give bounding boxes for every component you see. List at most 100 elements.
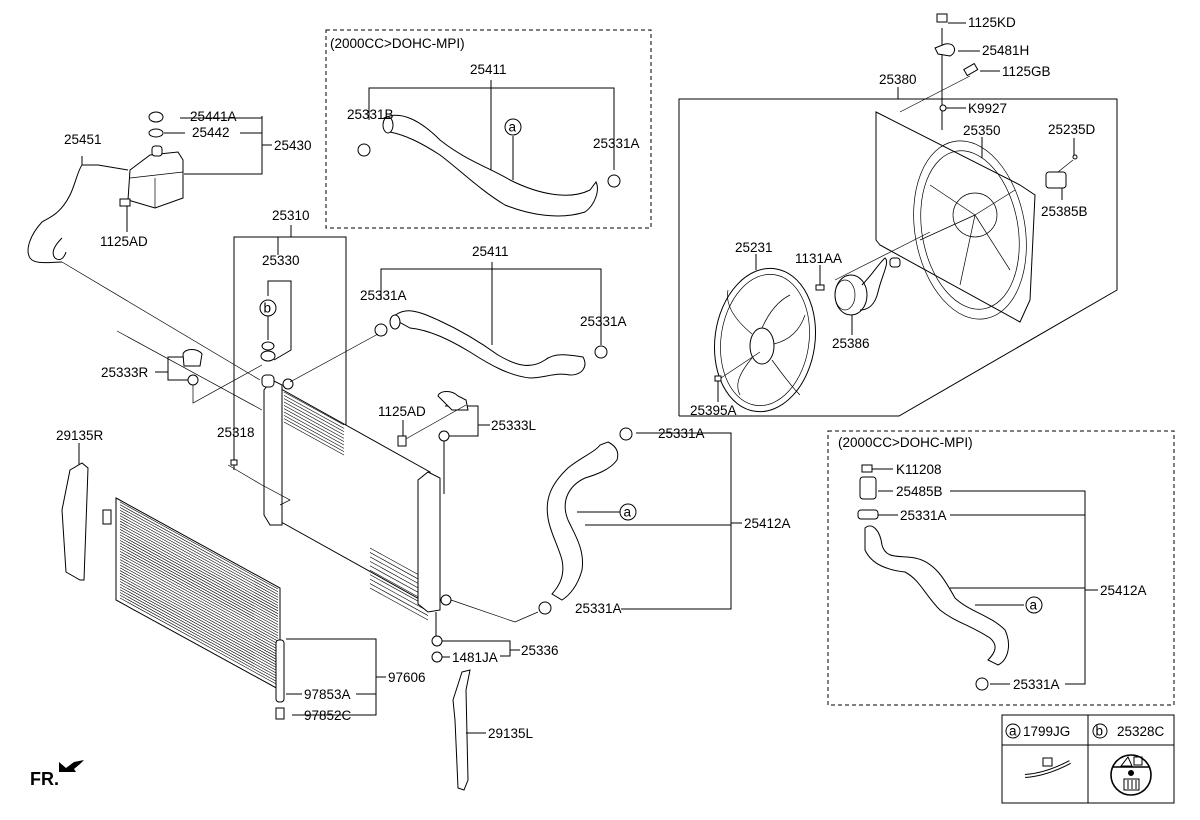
fan-motor-25386[interactable]: [834, 274, 868, 316]
lower-outlet: [440, 594, 452, 606]
part-label[interactable]: K11208: [896, 462, 942, 477]
part-label[interactable]: 25331B: [347, 107, 394, 122]
condenser-fins: [119, 501, 279, 686]
cap-gasket-25442[interactable]: [148, 128, 164, 138]
bracket-25333L[interactable]: [437, 391, 469, 411]
part-label[interactable]: 25386: [832, 336, 870, 351]
part-label[interactable]: 25380: [879, 72, 917, 87]
legend-part-number[interactable]: 1799JG: [1023, 724, 1070, 739]
part-label[interactable]: 25385B: [1041, 204, 1088, 219]
filler-neck: [261, 374, 275, 388]
part-label[interactable]: 25350: [963, 123, 1001, 138]
part-label[interactable]: 25331A: [900, 508, 947, 523]
part-label[interactable]: 25395A: [690, 403, 737, 418]
clip-25481H[interactable]: [934, 43, 956, 57]
bolt-1125GB[interactable]: [963, 62, 979, 77]
part-label[interactable]: 1125AD: [378, 404, 426, 419]
fin-line: [283, 398, 345, 432]
part-label[interactable]: 25231: [735, 240, 773, 255]
hose-clamp-25331A[interactable]: [374, 323, 388, 337]
fin-line: [119, 518, 279, 606]
clip-K11208[interactable]: [861, 464, 873, 473]
part-label[interactable]: 1131AA: [795, 251, 842, 266]
part-label[interactable]: 25336: [521, 643, 559, 658]
nut-K9927[interactable]: [939, 104, 947, 112]
lower-radiator-hose-2000cc[interactable]: [864, 525, 1009, 666]
reservoir-tank-25430[interactable]: [127, 151, 184, 209]
part-label[interactable]: 25333R: [101, 365, 149, 380]
upper-radiator-hose-2000cc[interactable]: [383, 114, 598, 217]
mounting-insulator[interactable]: [187, 374, 199, 386]
thermostat-housing-25485B[interactable]: [859, 476, 877, 500]
overflow-hose-25451[interactable]: [27, 164, 83, 264]
part-label[interactable]: 25318: [217, 425, 255, 440]
part-label[interactable]: 25442: [192, 125, 230, 140]
part-label[interactable]: 1125GB: [1002, 64, 1051, 79]
air-guard-29135R[interactable]: [61, 462, 89, 581]
mounting-insulator[interactable]: [438, 430, 450, 442]
part-label[interactable]: 97853A: [304, 687, 351, 702]
lower-radiator-hose-25412A[interactable]: [546, 441, 619, 601]
part-label[interactable]: 1125KD: [968, 15, 1016, 30]
reservoir-cap-25441A[interactable]: [148, 111, 164, 123]
part-label[interactable]: 25430: [274, 138, 312, 153]
lower-insulator-1481JA[interactable]: [431, 651, 443, 663]
screw-1131AA[interactable]: [815, 284, 825, 291]
bracket-25333R[interactable]: [182, 349, 203, 367]
fin-line: [119, 515, 279, 603]
part-label[interactable]: 25331A: [593, 136, 640, 151]
part-label[interactable]: 1125AD: [100, 234, 148, 249]
part-label[interactable]: 97606: [388, 670, 426, 685]
callout-a: a: [1025, 596, 1043, 614]
bolt-1125AD[interactable]: [397, 435, 407, 447]
hose-clamp-25331A[interactable]: [538, 601, 552, 615]
part-label[interactable]: 29135R: [56, 428, 104, 443]
hose-clamp-25331A[interactable]: [975, 677, 989, 691]
part-label[interactable]: 25481H: [982, 43, 1029, 58]
radiator-cap-part[interactable]: [261, 341, 275, 351]
bolt-1125KD[interactable]: [936, 13, 948, 23]
part-label[interactable]: 25331A: [1013, 677, 1060, 692]
part-label[interactable]: 97852C: [304, 708, 352, 723]
radiator-cap-25330[interactable]: [260, 350, 276, 362]
fin-line: [119, 520, 279, 609]
nut-25395A[interactable]: [714, 375, 722, 382]
bolt-1125AD[interactable]: [119, 198, 131, 207]
hose-clamp-25331B[interactable]: [357, 143, 371, 157]
hose-clamp-25331A[interactable]: [619, 427, 633, 441]
part-label[interactable]: 25412A: [1100, 583, 1147, 598]
part-label[interactable]: 25331A: [580, 314, 627, 329]
lower-insulator-25336[interactable]: [431, 635, 443, 647]
part-label[interactable]: 29135L: [488, 726, 534, 741]
part-label[interactable]: 25331A: [360, 288, 407, 303]
hose-clamp-25331A[interactable]: [857, 509, 879, 520]
part-label[interactable]: 1481JA: [452, 650, 498, 665]
part-label[interactable]: 25441A: [190, 109, 237, 124]
part-label[interactable]: 25310: [272, 208, 310, 223]
part-label[interactable]: 25330: [262, 253, 300, 268]
fin-line: [119, 570, 279, 658]
variant-box-title: (2000CC>DOHC-MPI): [330, 36, 465, 51]
part-label[interactable]: 25333L: [491, 418, 537, 433]
part-label[interactable]: 25331A: [575, 601, 622, 616]
air-guard-29135L[interactable]: [452, 669, 471, 791]
part-label[interactable]: 25235D: [1048, 122, 1096, 137]
part-label[interactable]: 25411: [472, 244, 509, 259]
bolt-25318[interactable]: [230, 459, 238, 466]
condenser-group: 97853A 97852C 97606: [102, 497, 426, 723]
fan-shroud-25350[interactable]: [875, 111, 1036, 323]
screw-25235D[interactable]: [1072, 154, 1078, 160]
part-label[interactable]: K9927: [968, 101, 1007, 116]
part-label[interactable]: 25451: [64, 132, 102, 147]
resistor-25385B[interactable]: [1045, 171, 1067, 189]
legend-part-number[interactable]: 25328C: [1117, 724, 1165, 739]
hose-clamp-25331A[interactable]: [607, 174, 621, 188]
upper-radiator-hose-25411[interactable]: [391, 310, 586, 379]
part-label[interactable]: 25331A: [658, 426, 705, 441]
part-label[interactable]: 25412A: [744, 516, 791, 531]
hose-clamp-25331A[interactable]: [594, 345, 608, 359]
fin-line: [119, 531, 279, 620]
part-label[interactable]: 25485B: [896, 484, 943, 499]
part-label[interactable]: 25411: [470, 62, 507, 77]
drier-plug-97852C[interactable]: [275, 707, 285, 720]
